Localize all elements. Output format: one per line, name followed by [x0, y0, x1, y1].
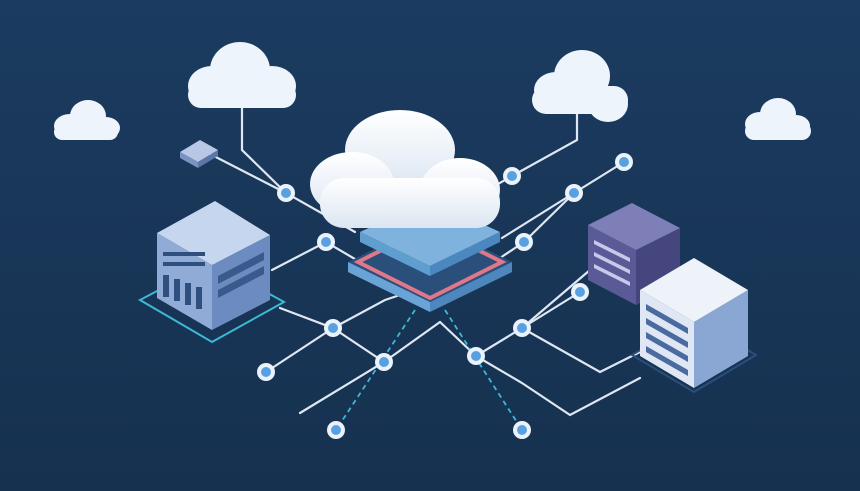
- network-node-icon: [324, 319, 342, 337]
- main-cloud-icon: [310, 110, 500, 228]
- connection-lines: [204, 106, 650, 417]
- cloud-top-right-icon: [532, 50, 628, 122]
- network-node-icon: [327, 421, 345, 439]
- network-nodes: [257, 153, 633, 439]
- network-node-icon: [257, 363, 275, 381]
- network-node-icon: [571, 283, 589, 301]
- cloud-small-right-icon: [745, 98, 811, 140]
- network-node-icon: [615, 153, 633, 171]
- server-purple-icon: [588, 203, 680, 305]
- network-node-icon: [277, 184, 295, 202]
- small-device-icon: [180, 140, 218, 168]
- network-node-icon: [565, 184, 583, 202]
- network-node-icon: [375, 353, 393, 371]
- network-node-icon: [513, 319, 531, 337]
- cloud-small-left-icon: [54, 100, 120, 140]
- cloud-top-left-icon: [188, 42, 296, 108]
- network-node-icon: [467, 347, 485, 365]
- network-node-icon: [503, 167, 521, 185]
- network-node-icon: [515, 233, 533, 251]
- server-white-icon: [630, 258, 758, 394]
- network-node-icon: [317, 233, 335, 251]
- server-left-icon: [137, 201, 287, 344]
- network-node-icon: [513, 421, 531, 439]
- dashed-lines: [335, 309, 523, 431]
